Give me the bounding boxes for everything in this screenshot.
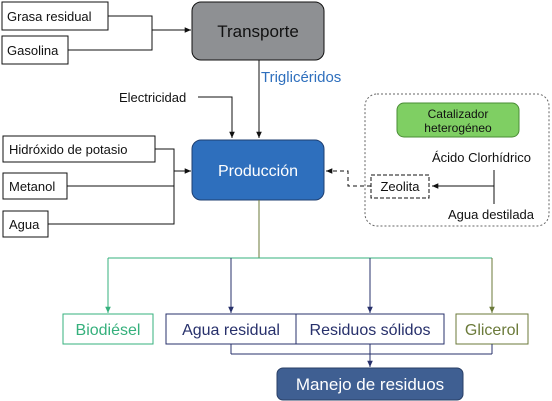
input-agua-label: Agua	[9, 217, 40, 232]
catalizador-title-line2: heterogéneo	[424, 121, 492, 135]
input-hidroxido-potasio: Hidróxido de potasio	[2, 135, 156, 163]
connector-trigliceridos: Triglicéridos	[256, 60, 341, 138]
output-biodiesel: Biodiésel	[62, 313, 154, 345]
output-biodiesel-label: Biodiésel	[76, 322, 141, 339]
output-glicerol: Glicerol	[455, 313, 529, 345]
label-acido-clorhidrico: Ácido Clorhídrico	[432, 150, 531, 165]
node-transporte-label: Transporte	[217, 22, 299, 41]
connector-outputs-manejo	[230, 344, 493, 367]
input-electricidad: Electricidad	[119, 90, 235, 138]
node-transporte: Transporte	[191, 1, 325, 61]
connector-inputs-produccion	[48, 148, 191, 225]
output-agua-residual: Agua residual	[165, 313, 297, 345]
input-agua: Agua	[2, 210, 49, 238]
output-residuos-solidos: Residuos sólidos	[295, 313, 445, 345]
node-manejo-residuos-label: Manejo de residuos	[296, 375, 444, 394]
node-produccion: Producción	[191, 139, 325, 201]
output-agua-residual-label: Agua residual	[182, 322, 280, 339]
catalizador-badge: Catalizador heterogéneo	[396, 102, 520, 138]
label-zeolita: Zeolita	[380, 179, 420, 194]
catalyst-group: Catalizador heterogéneo Ácido Clorhídric…	[326, 93, 550, 227]
input-metanol: Metanol	[2, 172, 68, 200]
connector-inputs-transporte	[68, 15, 191, 51]
input-gasolina-label: Gasolina	[7, 43, 59, 58]
zeolita-box: Zeolita	[370, 174, 430, 199]
label-trigliceridos: Triglicéridos	[261, 69, 341, 86]
catalizador-title-line1: Catalizador	[428, 107, 489, 121]
input-metanol-label: Metanol	[9, 179, 55, 194]
output-residuos-solidos-label: Residuos sólidos	[310, 322, 431, 339]
label-agua-destilada: Agua destilada	[448, 207, 535, 222]
connector-produccion-outputs	[105, 200, 495, 313]
output-glicerol-label: Glicerol	[465, 322, 519, 339]
input-gasolina: Gasolina	[1, 35, 69, 65]
node-manejo-residuos: Manejo de residuos	[276, 367, 464, 401]
input-electricidad-label: Electricidad	[119, 90, 186, 105]
input-grasa-residual-label: Grasa residual	[7, 9, 92, 24]
input-grasa-residual: Grasa residual	[1, 1, 109, 31]
input-hidroxido-potasio-label: Hidróxido de potasio	[9, 142, 128, 157]
node-produccion-label: Producción	[218, 163, 298, 180]
